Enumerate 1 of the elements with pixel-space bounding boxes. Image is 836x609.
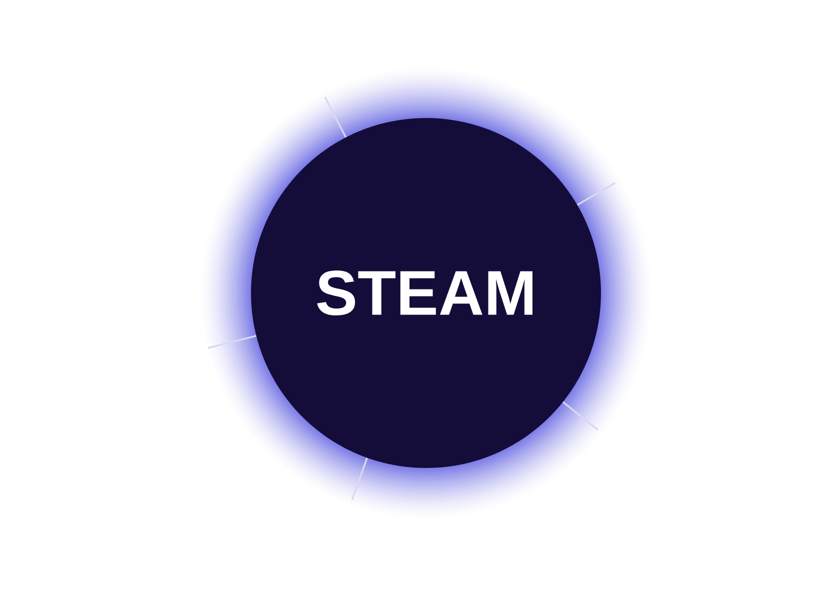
circle-node: STEAM	[251, 118, 601, 468]
